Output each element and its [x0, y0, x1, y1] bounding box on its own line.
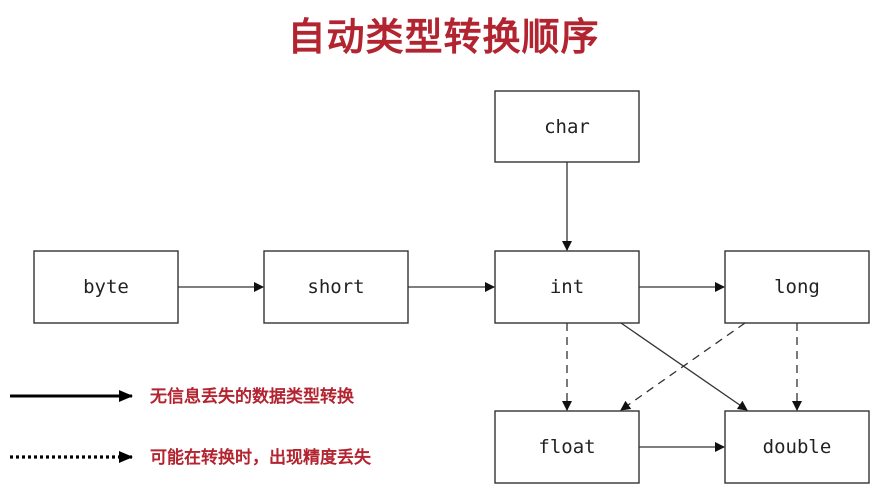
node-float: float [494, 410, 640, 484]
node-double: double [724, 410, 870, 484]
legend-dashed-text: 可能在转换时，出现精度丢失 [150, 447, 372, 468]
node-long-label: long [774, 276, 820, 298]
node-int-label: int [550, 276, 584, 298]
node-int: int [494, 250, 640, 324]
node-char-label: char [544, 116, 590, 138]
node-byte-label: byte [83, 276, 129, 298]
legend-solid: 无信息丢失的数据类型转换 [10, 386, 355, 407]
node-long: long [724, 250, 870, 324]
node-short: short [263, 250, 409, 324]
node-double-label: double [763, 436, 832, 458]
node-char: char [494, 90, 640, 163]
legend-solid-text: 无信息丢失的数据类型转换 [149, 386, 355, 407]
diagram-title: 自动类型转换顺序 [287, 15, 600, 59]
node-short-label: short [307, 276, 364, 298]
node-float-label: float [538, 436, 595, 458]
edge-long-float-dashed [620, 322, 746, 411]
node-byte: byte [33, 250, 179, 324]
legend-dashed: 可能在转换时，出现精度丢失 [10, 447, 372, 468]
